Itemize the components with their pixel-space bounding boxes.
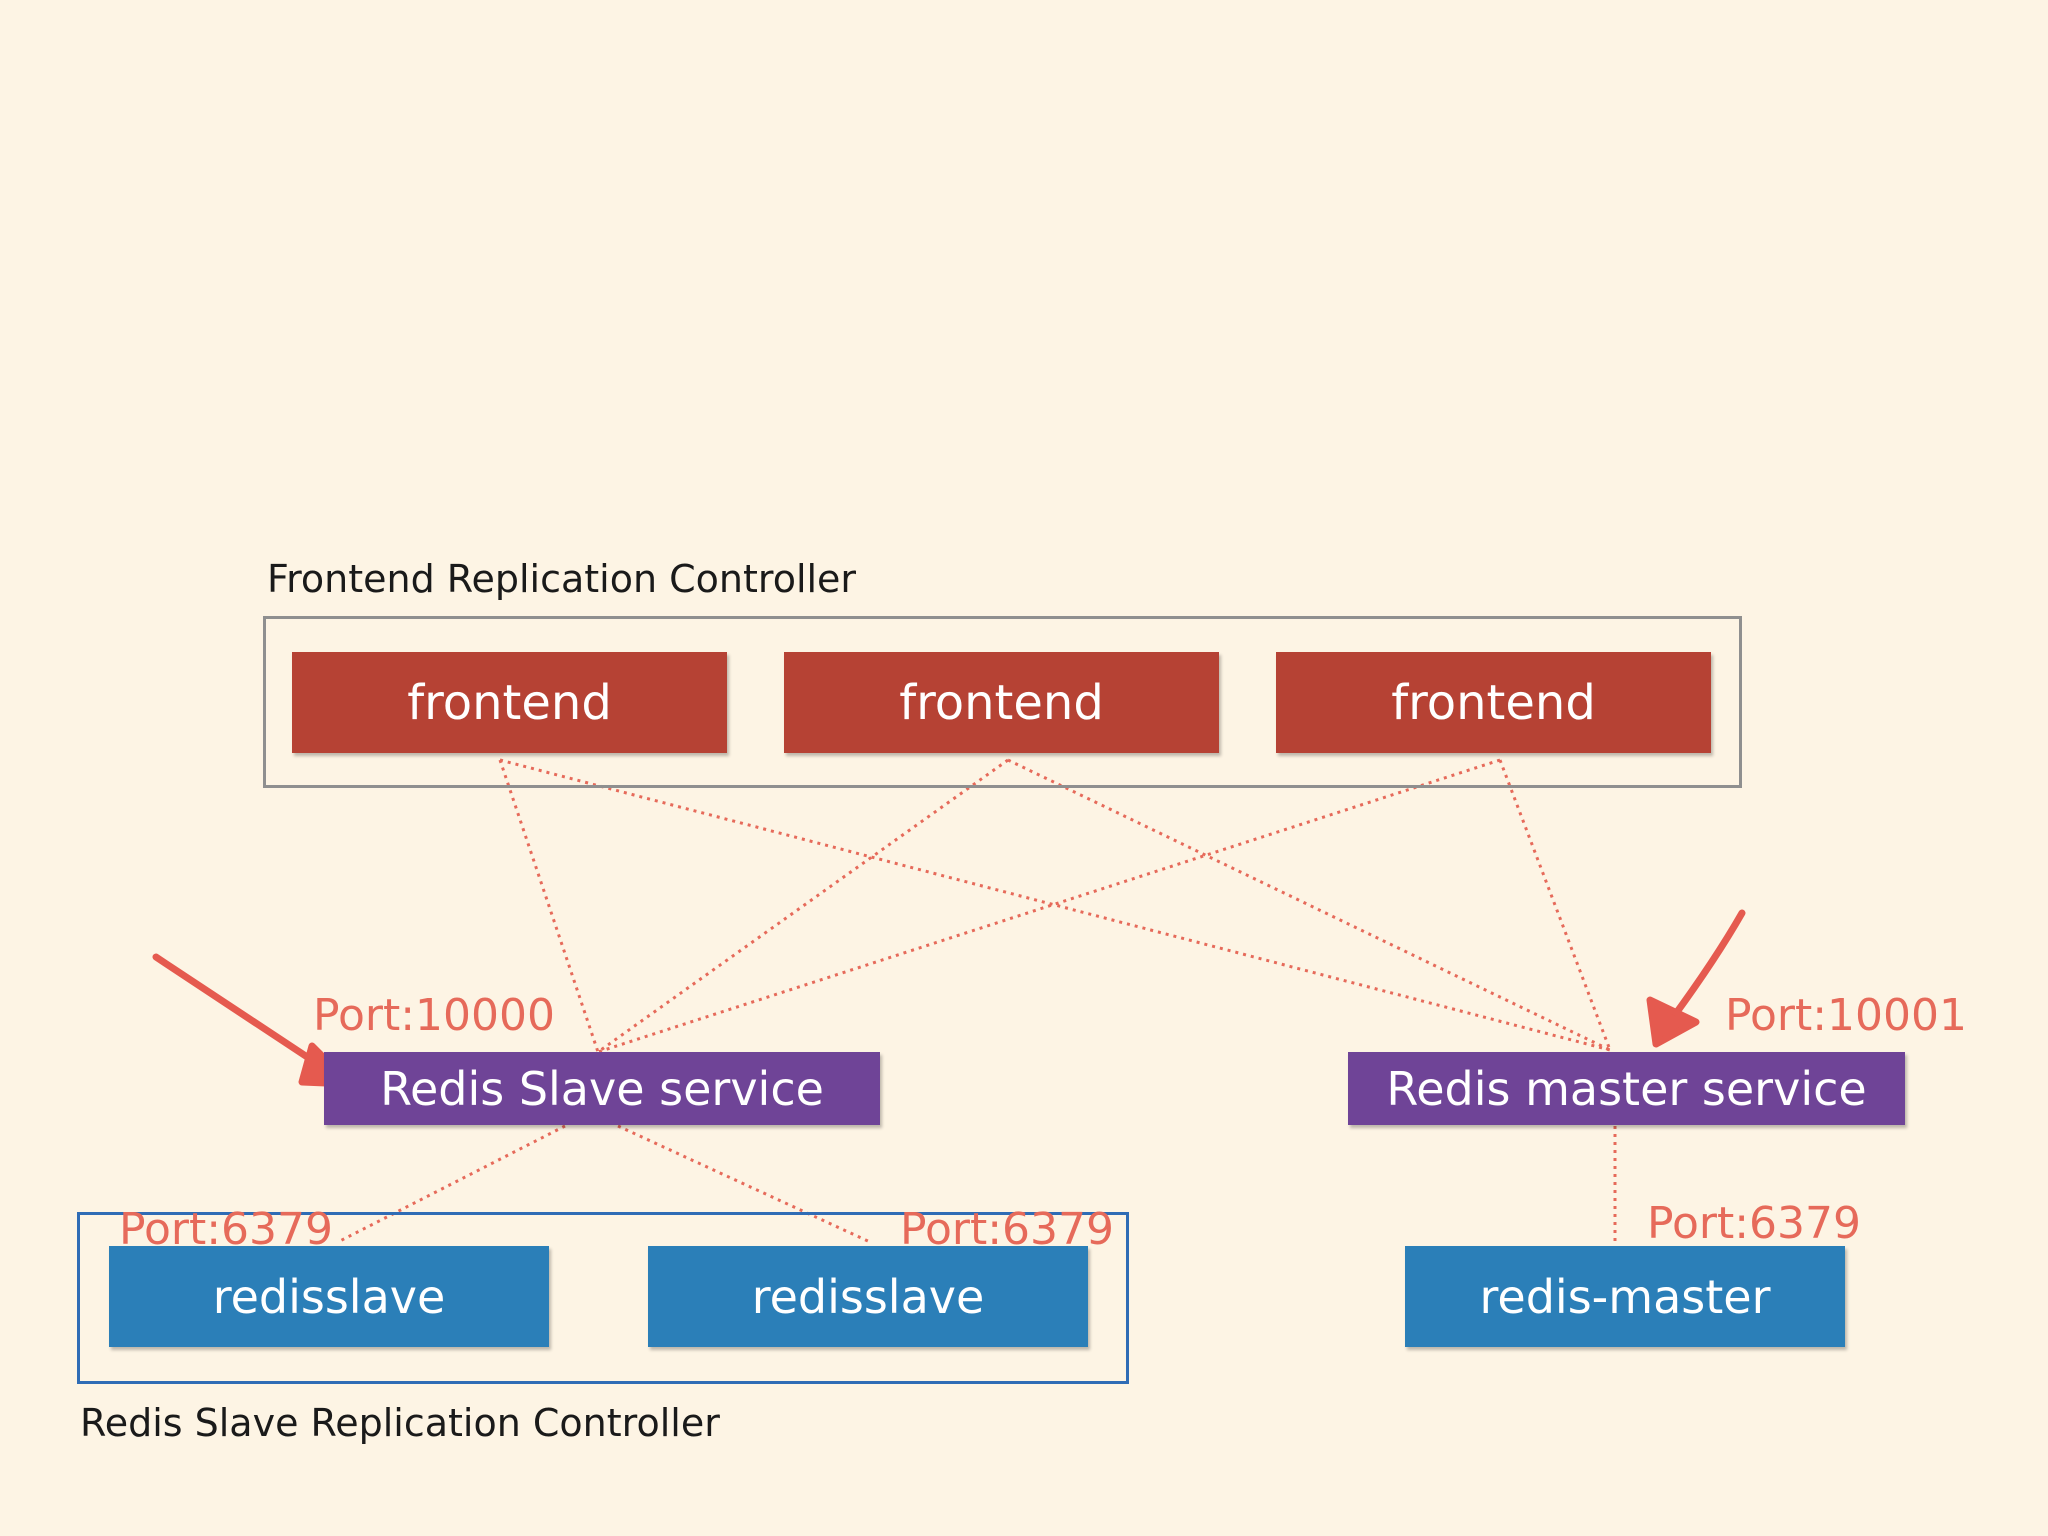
link-frontend2-master-service — [1007, 758, 1611, 1052]
link-slave-service-redisslave2 — [617, 1124, 871, 1244]
slave-service-port: Port:10000 — [313, 990, 556, 1041]
link-frontend3-slave-service — [597, 758, 1501, 1054]
link-frontend2-slave-service — [597, 758, 1009, 1054]
redis-master-pod[interactable]: redis-master — [1405, 1246, 1845, 1347]
redis-master-port: Port:6379 — [1647, 1198, 1862, 1249]
link-frontend3-master-service — [1498, 759, 1612, 1051]
frontend-pod-2[interactable]: frontend — [784, 652, 1219, 753]
redisslave-2-port: Port:6379 — [900, 1204, 1115, 1255]
redisslave-pod-2[interactable]: redisslave — [648, 1246, 1088, 1347]
slave-rc-frame — [77, 1212, 1129, 1384]
redisslave-pod-1[interactable]: redisslave — [109, 1246, 549, 1347]
master-service-port: Port:10001 — [1725, 990, 1968, 1041]
frontend-rc-title: Frontend Replication Controller — [267, 557, 857, 601]
slave-rc-title: Redis Slave Replication Controller — [80, 1401, 720, 1445]
arrow-to-master-service-head — [1646, 996, 1700, 1048]
redis-master-service[interactable]: Redis master service — [1348, 1052, 1905, 1125]
frontend-pod-3[interactable]: frontend — [1276, 652, 1711, 753]
redis-slave-service[interactable]: Redis Slave service — [324, 1052, 880, 1125]
link-slave-service-redisslave1 — [337, 1124, 566, 1244]
frontend-pod-1[interactable]: frontend — [292, 652, 727, 753]
link-frontend1-master-service — [499, 758, 1611, 1052]
link-frontend1-slave-service — [498, 759, 600, 1053]
redisslave-1-port: Port:6379 — [119, 1204, 334, 1255]
frontend-rc-frame — [263, 616, 1742, 788]
